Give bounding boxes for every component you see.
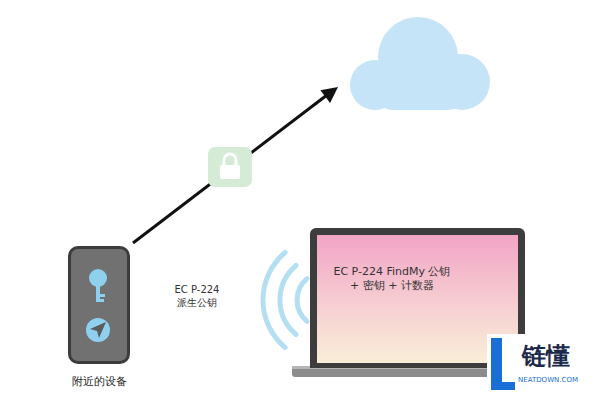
- cloud-part: [375, 70, 465, 110]
- wifi-arc: [263, 253, 285, 348]
- cloud-shape: [350, 17, 490, 110]
- lock-icon: [208, 147, 252, 187]
- device-label: 附近的设备: [49, 375, 149, 389]
- watermark-text: 链懂: [506, 341, 586, 372]
- key-tooth: [100, 299, 104, 302]
- wifi-waves: [263, 253, 307, 348]
- wifi-arc: [297, 279, 307, 322]
- watermark-url: NEATDOWN.COM: [506, 376, 590, 385]
- logo-letter-foot: [491, 382, 515, 390]
- key-icon: [89, 269, 107, 302]
- wifi-arc: [280, 266, 296, 335]
- key-tooth: [100, 294, 105, 297]
- lock-body: [220, 165, 240, 179]
- arrow-head: [320, 87, 338, 103]
- key-shaft: [96, 284, 100, 302]
- device-phone: 附近的设备: [68, 246, 130, 364]
- location-icon: [86, 318, 110, 342]
- key-label: EC P-224 派生公钥: [166, 283, 228, 309]
- location-circle: [86, 318, 110, 342]
- logo-letter-bar: [491, 338, 502, 390]
- lock-badge: [208, 147, 252, 187]
- screen-text: EC P-224 FindMy 公钥 + 密钥 + 计数器: [332, 265, 452, 294]
- laptop-screen: EC P-224 FindMy 公钥 + 密钥 + 计数器: [310, 228, 525, 368]
- watermark-background: [487, 334, 600, 405]
- location-arrow: [90, 322, 106, 338]
- upload-arrow: [133, 95, 327, 243]
- key-head: [89, 269, 107, 287]
- watermark-logo: [487, 334, 600, 405]
- lock-shackle: [224, 154, 236, 166]
